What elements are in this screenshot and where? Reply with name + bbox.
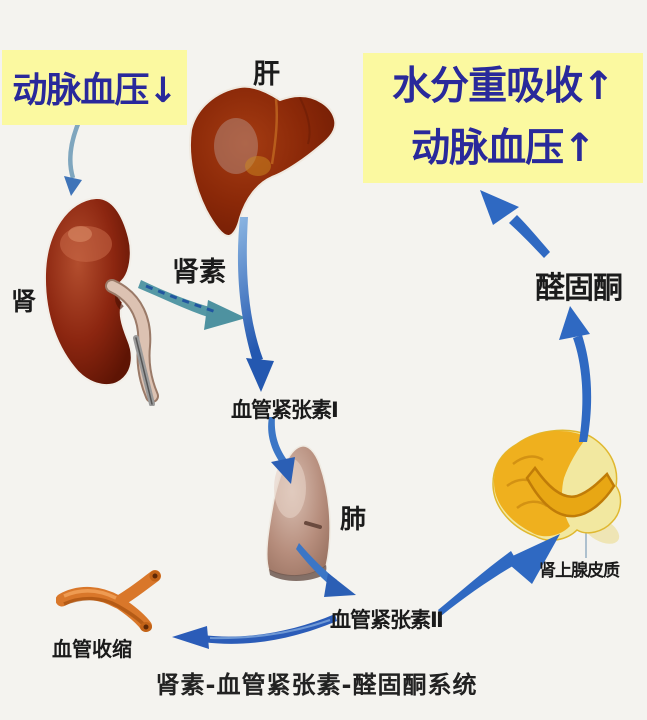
liver-to-angiotensin1-arrow bbox=[237, 217, 274, 392]
outcome-callout-line2: 动脉血压↑ bbox=[411, 126, 596, 171]
outcome-callout-line1: 水分重吸收↑ bbox=[392, 64, 615, 109]
angiotensin2-to-vasoconstriction-arrow bbox=[172, 614, 337, 649]
adrenal-to-aldosterone-arrow bbox=[559, 306, 592, 442]
liver-icon bbox=[188, 85, 337, 237]
adrenal-cortex-label: 肾上腺皮质 bbox=[539, 561, 620, 581]
blood-vessel-icon bbox=[56, 570, 161, 632]
vasoconstriction-label: 血管收缩 bbox=[52, 637, 132, 661]
trigger-callout: 动脉血压↓ bbox=[2, 50, 187, 125]
trigger-callout-text: 动脉血压↓ bbox=[12, 71, 177, 111]
angiotensin2-to-adrenal-arrow bbox=[438, 534, 560, 616]
liver-label: 肝 bbox=[253, 59, 280, 90]
bp-to-kidney-arrow bbox=[64, 123, 82, 196]
renin-label: 肾素 bbox=[172, 257, 226, 288]
outcome-callout: 水分重吸收↑ 动脉血压↑ bbox=[363, 53, 643, 183]
angiotensin1-label: 血管紧张素Ⅰ bbox=[231, 398, 339, 422]
angiotensin1-to-lung-arrow bbox=[268, 417, 295, 484]
renin-arrow bbox=[138, 280, 246, 330]
angiotensin2-label: 血管紧张素Ⅱ bbox=[330, 608, 444, 632]
lung-to-angiotensin2-arrow bbox=[296, 543, 356, 597]
lung-icon bbox=[265, 445, 331, 581]
diagram-caption: 肾素-血管紧张素-醛固酮系统 bbox=[155, 671, 478, 699]
adrenal-gland-icon bbox=[492, 429, 622, 544]
aldosterone-to-outcome-arrow bbox=[480, 190, 550, 258]
kidney-label: 肾 bbox=[11, 287, 37, 316]
lung-label: 肺 bbox=[340, 505, 367, 535]
kidney-icon bbox=[43, 196, 159, 406]
aldosterone-label: 醛固酮 bbox=[535, 271, 623, 306]
